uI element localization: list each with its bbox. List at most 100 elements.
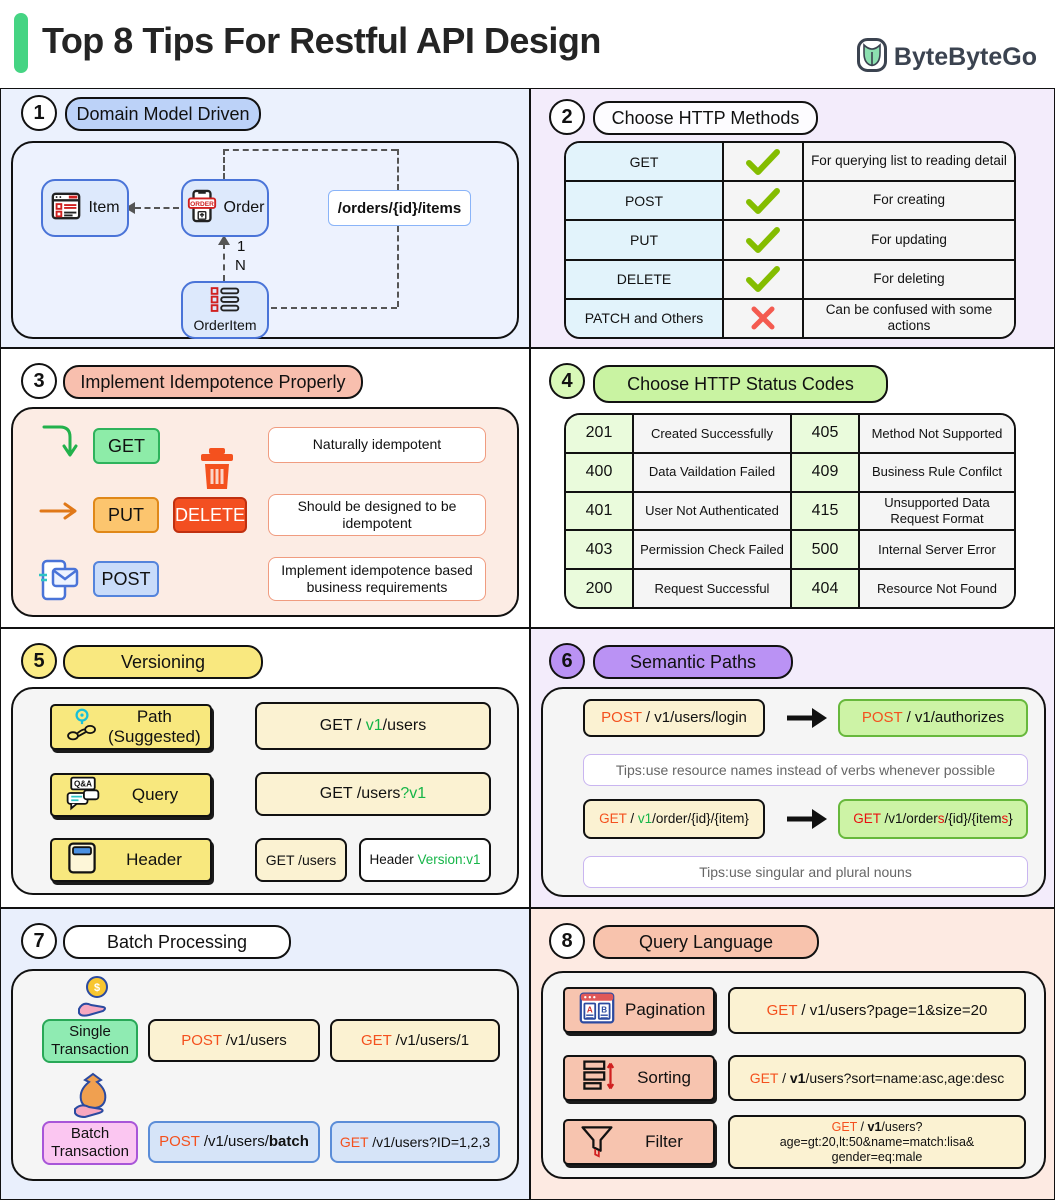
version-header-example-url: GET /users: [255, 838, 347, 882]
single-post-example: POST /v1/users: [148, 1019, 320, 1062]
connector: [223, 149, 397, 151]
semantic-paths-canvas: POST / v1/users/login POST / v1/authoriz…: [541, 687, 1046, 897]
versioning-option-label: Query: [131, 785, 179, 805]
panel-implement-idempotence: 3 Implement Idempotence Properly GET Nat…: [0, 348, 530, 628]
coin-hand-icon: $: [73, 975, 117, 1026]
qa-icon-label: Q&A: [74, 779, 92, 788]
idempotence-note: Should be designed to be idempotent: [268, 494, 486, 536]
order-to-item-arrow: [135, 207, 179, 209]
arrow-right-icon: [785, 706, 829, 735]
page-header: Top 8 Tips For Restful API Design ByteBy…: [0, 0, 1055, 88]
method-desc-cell: Can be confused with some actions: [804, 299, 1014, 337]
panel-title: Implement Idempotence Properly: [63, 365, 363, 399]
version-header-example-header: Header Version:v1: [359, 838, 491, 882]
delete-button: DELETE: [173, 497, 247, 533]
panel-number: 1: [21, 95, 57, 131]
panel-title: Batch Processing: [63, 925, 291, 959]
sorting-example: GET / v1/users?sort=name:asc,age:desc: [728, 1055, 1026, 1101]
check-icon: [724, 260, 804, 298]
panel-title: Choose HTTP Methods: [593, 101, 818, 135]
table-row: 401 User Not Authenticated 415 Unsupport…: [566, 490, 1014, 530]
panel-number: 2: [549, 99, 585, 135]
orderitem-to-order-arrow: [223, 243, 225, 281]
http-method-cell: DELETE: [566, 260, 724, 298]
status-code-cell: 401: [566, 492, 634, 530]
method-desc-cell: For deleting: [804, 260, 1014, 298]
domain-diagram-canvas: 1 N Item: [11, 141, 519, 339]
http-method-cell: GET: [566, 143, 724, 181]
path-icon: [64, 706, 100, 749]
panel-batch-processing: 7 Batch Processing $ Single Transaction …: [0, 908, 530, 1200]
panel-versioning: 5 Versioning Path (Suggested) GET / v1/u…: [0, 628, 530, 908]
check-icon: [724, 182, 804, 220]
page-title: Top 8 Tips For Restful API Design: [42, 20, 601, 61]
batch-post-example: POST /v1/users/batch: [148, 1121, 320, 1163]
status-code-cell: 409: [792, 453, 860, 491]
accent-bar: [14, 13, 28, 73]
panel-number: 4: [549, 363, 585, 399]
table-row: DELETE For deleting: [566, 258, 1014, 298]
batch-canvas: $ Single Transaction POST /v1/users GET …: [11, 969, 519, 1181]
table-row: PUT For updating: [566, 219, 1014, 259]
money-bag-hand-icon: [71, 1071, 115, 1124]
bad-plural-example: GET / v1/order/{id}/{item}: [583, 799, 765, 839]
panel-title: Semantic Paths: [593, 645, 793, 679]
status-codes-table: 201 Created Successfully 405 Method Not …: [564, 413, 1016, 609]
put-button: PUT: [93, 497, 159, 533]
method-desc-cell: For creating: [804, 182, 1014, 220]
panel-choose-status-codes: 4 Choose HTTP Status Codes 201 Created S…: [530, 348, 1055, 628]
sorting-icon: [577, 1058, 617, 1099]
version-path-example: GET / v1/users: [255, 702, 491, 750]
arrowhead-left: [125, 202, 135, 214]
status-desc-cell: Data Vaildation Failed: [634, 453, 792, 491]
entity-order: ORDER Order: [181, 179, 269, 237]
filter-example: GET / v1/users? age=gt:20,lt:50&name=mat…: [728, 1115, 1026, 1169]
status-code-cell: 403: [566, 531, 634, 569]
table-row: POST For creating: [566, 180, 1014, 220]
order-icon-label: ORDER: [190, 201, 214, 208]
trash-icon: [196, 447, 238, 496]
filter-icon: [577, 1122, 617, 1163]
panel-number: 5: [21, 643, 57, 679]
status-desc-cell: Created Successfully: [634, 415, 792, 452]
version-query-example: GET /users?v1: [255, 772, 491, 816]
pagination-example: GET / v1/users?page=1&size=20: [728, 987, 1026, 1034]
sorting-option: Sorting: [563, 1055, 715, 1101]
check-icon: [724, 143, 804, 181]
multiplicity-many: N: [235, 257, 246, 274]
connector: [397, 226, 399, 307]
panel-semantic-paths: 6 Semantic Paths POST / v1/users/login P…: [530, 628, 1055, 908]
status-code-cell: 500: [792, 531, 860, 569]
panel-title: Domain Model Driven: [65, 97, 261, 131]
connector: [397, 149, 399, 190]
table-row: 200 Request Successful 404 Resource Not …: [566, 568, 1014, 607]
cross-icon: [724, 299, 804, 337]
panel-choose-http-methods: 2 Choose HTTP Methods GET For querying l…: [530, 88, 1055, 348]
pagination-icon-a: A: [587, 1005, 593, 1014]
versioning-canvas: Path (Suggested) GET / v1/users Q&A Quer…: [11, 687, 519, 895]
panel-title: Query Language: [593, 925, 819, 959]
semantic-tip: Tips:use singular and plural nouns: [583, 856, 1028, 888]
table-row: GET For querying list to reading detail: [566, 143, 1014, 181]
table-row: 201 Created Successfully 405 Method Not …: [566, 415, 1014, 452]
status-desc-cell: User Not Authenticated: [634, 492, 792, 530]
right-arrow-icon: [39, 501, 79, 526]
status-code-cell: 201: [566, 415, 634, 452]
bytebytego-icon: [856, 38, 887, 77]
versioning-option-label: Header: [126, 850, 182, 870]
filter-option: Filter: [563, 1119, 715, 1165]
status-code-cell: 200: [566, 570, 634, 607]
status-desc-cell: Internal Server Error: [860, 531, 1014, 569]
order-icon: ORDER: [186, 189, 218, 228]
single-transaction-label: Single Transaction: [42, 1019, 138, 1063]
brand-logo: ByteByteGo: [856, 38, 1037, 77]
http-method-cell: PATCH and Others: [566, 299, 724, 337]
single-get-example: GET /v1/users/1: [330, 1019, 500, 1062]
orderitem-icon: [206, 287, 244, 316]
status-desc-cell: Business Rule Confilct: [860, 453, 1014, 491]
pagination-icon-b: B: [601, 1005, 607, 1014]
query-option-label: Filter: [645, 1132, 683, 1152]
table-row: PATCH and Others Can be confused with so…: [566, 297, 1014, 337]
bad-path-example: POST / v1/users/login: [583, 699, 765, 737]
good-plural-example: GET /v1/orders/{id}/{items}: [838, 799, 1028, 839]
